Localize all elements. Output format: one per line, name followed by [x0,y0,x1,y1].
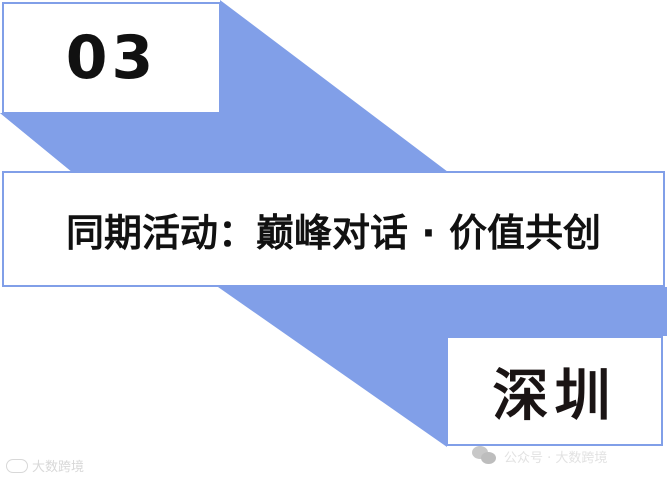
brand-watermark-text: 大数跨境 [32,460,85,475]
wechat-icon [472,446,498,466]
city-box: 深圳 [446,336,663,446]
section-title: 同期活动：巅峰对话 · 价值共创 [66,210,601,255]
section-number: 03 [65,23,158,93]
brand-logo-icon [6,458,28,473]
section-number-box: 03 [2,2,221,114]
brand-watermark: 大数跨境 [6,456,84,475]
city-label: 深圳 [492,363,617,429]
section-title-box: 同期活动：巅峰对话 · 价值共创 [2,171,665,287]
wechat-watermark: 公众号 · 大数跨境 [472,446,607,466]
wechat-watermark-text: 公众号 · 大数跨境 [504,450,608,466]
